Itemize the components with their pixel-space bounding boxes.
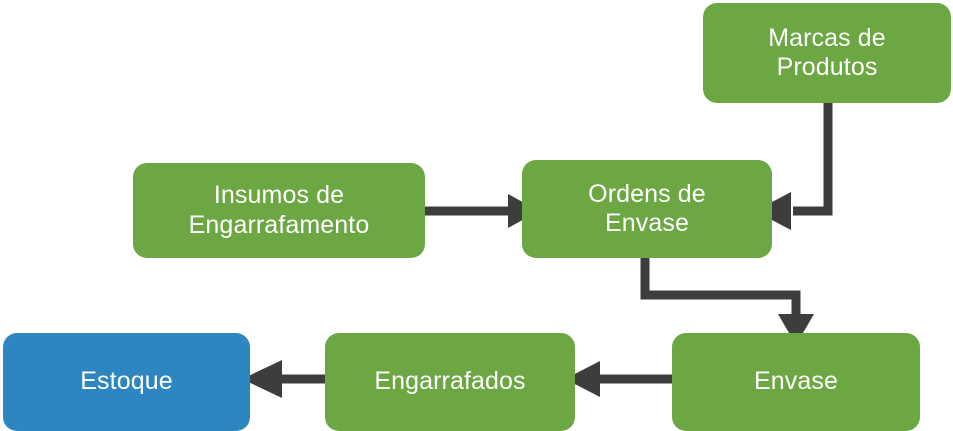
node-ordens-de-envase[interactable]: Ordens de Envase — [522, 160, 772, 258]
node-marcas-de-produtos[interactable]: Marcas de Produtos — [703, 3, 951, 103]
node-estoque[interactable]: Estoque — [3, 333, 250, 431]
connector-engarrafados-to-estoque — [242, 360, 325, 398]
node-label-marcas-de-produtos: Marcas de Produtos — [768, 23, 886, 82]
node-label-insumos-de-engarrafamento: Insumos de Engarrafamento — [188, 181, 370, 239]
node-label-envase: Envase — [754, 367, 838, 396]
node-insumos-de-engarrafamento[interactable]: Insumos de Engarrafamento — [133, 163, 425, 258]
node-envase[interactable]: Envase — [672, 333, 920, 431]
node-label-estoque: Estoque — [80, 367, 173, 396]
node-label-engarrafados: Engarrafados — [374, 367, 526, 396]
connector-ordens-to-envase — [640, 258, 814, 345]
node-label-ordens-de-envase: Ordens de Envase — [588, 179, 706, 238]
node-engarrafados[interactable]: Engarrafados — [325, 333, 575, 431]
connector-envase-to-engarrafados — [565, 361, 672, 397]
